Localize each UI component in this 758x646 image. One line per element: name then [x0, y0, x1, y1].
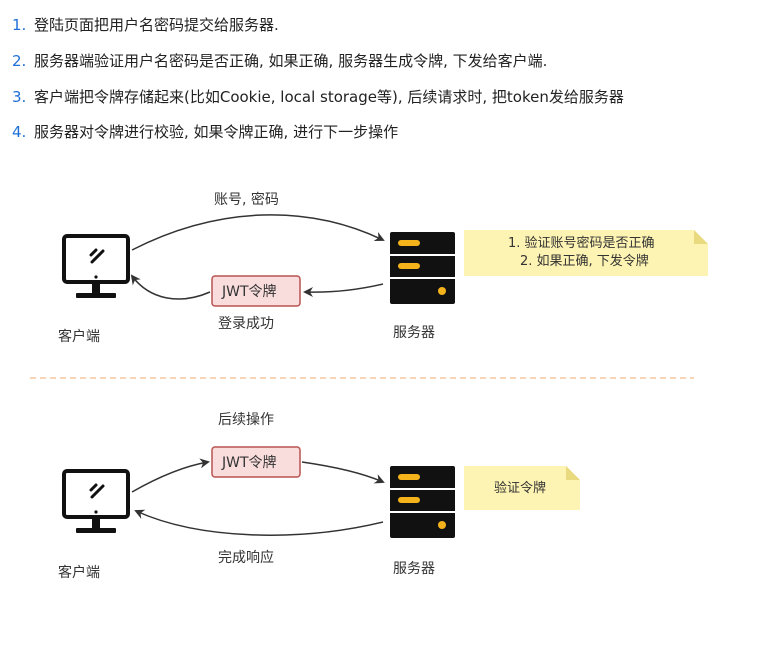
jwt-token-label: JWT令牌	[221, 454, 277, 471]
monitor-icon	[62, 469, 130, 533]
note-box	[464, 466, 580, 510]
step-text: 服务器端验证用户名密码是否正确, 如果正确, 服务器生成令牌, 下发给客户端.	[34, 52, 548, 70]
server-label: 服务器	[393, 325, 435, 341]
step-4: 4. 服务器对令牌进行校验, 如果令牌正确, 进行下一步操作	[12, 121, 398, 142]
client-label: 客户端	[58, 564, 100, 581]
step-number: 4.	[12, 123, 27, 141]
step-3: 3. 客户端把令牌存储起来(比如Cookie, local storage等), …	[12, 86, 624, 107]
response-label: 登录成功	[218, 316, 274, 332]
step-text: 登陆页面把用户名密码提交给服务器.	[34, 16, 279, 34]
step-2: 2. 服务器端验证用户名密码是否正确, 如果正确, 服务器生成令牌, 下发给客户端…	[12, 50, 547, 71]
step-number: 3.	[12, 88, 27, 106]
monitor-icon	[62, 234, 130, 298]
response-arrow-left	[130, 274, 211, 300]
request-arrow	[131, 214, 385, 251]
step-number: 2.	[12, 52, 27, 70]
client-label: 客户端	[58, 328, 100, 345]
login-diagram: 客户端 服务器 账号, 密码 JWT令牌 登录成功 1. 验证账号密码是否正确 …	[58, 191, 708, 345]
server-label: 服务器	[393, 561, 435, 577]
request-diagram: 客户端 服务器 JWT令牌 后续操作 完成响应 验证令牌	[58, 411, 580, 581]
step-text: 服务器对令牌进行校验, 如果令牌正确, 进行下一步操作	[34, 123, 399, 141]
server-icon	[390, 232, 455, 304]
jwt-token-box	[211, 446, 301, 478]
note-text: 验证令牌	[494, 480, 546, 496]
request-arrow-left	[131, 458, 210, 493]
note-box	[464, 230, 708, 276]
step-text: 客户端把令牌存储起来(比如Cookie, local storage等), 后续…	[34, 88, 624, 106]
response-arrow	[134, 509, 384, 536]
step-1: 1. 登陆页面把用户名密码提交给服务器.	[12, 14, 279, 35]
request-arrow-right	[301, 461, 385, 484]
request-label: 后续操作	[218, 411, 274, 428]
note-line-2: 2. 如果正确, 下发令牌	[520, 253, 649, 269]
request-label: 账号, 密码	[214, 191, 279, 208]
note-fold	[566, 466, 580, 480]
step-number: 1.	[12, 16, 27, 34]
server-icon	[390, 466, 455, 538]
response-label: 完成响应	[218, 549, 274, 566]
jwt-token-box	[211, 275, 301, 307]
response-arrow-right	[303, 283, 384, 298]
note-line-1: 1. 验证账号密码是否正确	[508, 235, 655, 251]
note-fold	[694, 230, 708, 244]
jwt-token-label: JWT令牌	[221, 283, 277, 300]
